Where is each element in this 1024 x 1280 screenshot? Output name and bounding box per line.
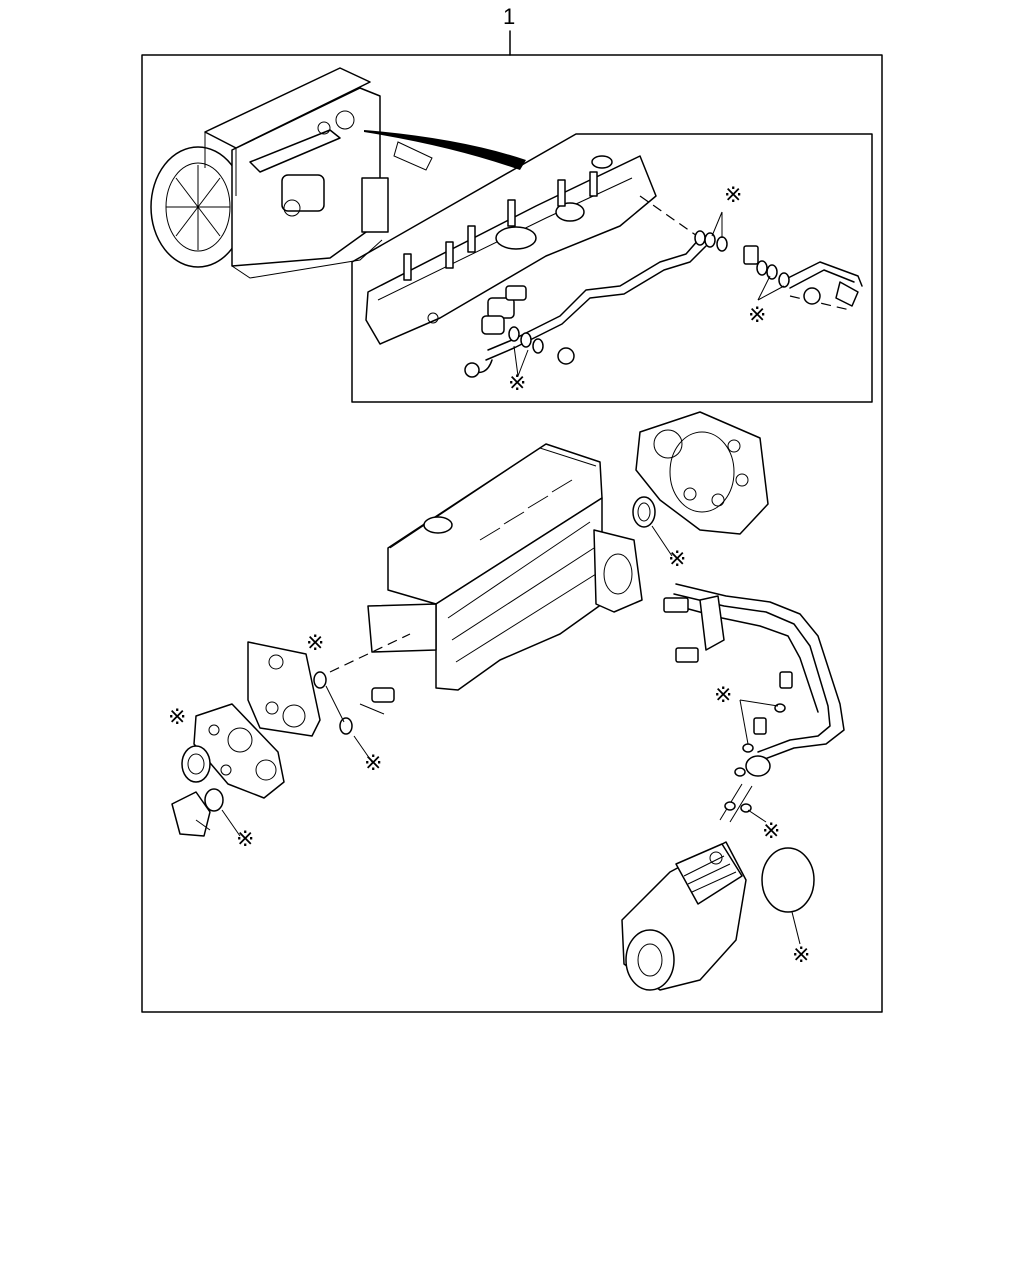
compressor-o-ring: [761, 847, 815, 945]
manifold-detail-inset: [351, 133, 873, 403]
drain-plug: [359, 687, 395, 715]
kit-part-markers: ※ ※ ※ ※ ※ ※ ※ ※ ※ ※ ※: [168, 182, 810, 967]
kit-marker: ※: [508, 370, 526, 395]
compressor-pipe-assembly: [663, 583, 845, 823]
engine-block: [367, 443, 643, 691]
kit-marker: ※: [748, 302, 766, 327]
kit-marker: ※: [364, 750, 382, 775]
kit-marker: ※: [306, 630, 324, 655]
front-cover-gasket: [247, 633, 411, 737]
o-rings-front: [204, 671, 373, 837]
rear-oil-seal: [632, 496, 673, 557]
kit-marker: ※: [236, 826, 254, 851]
callout-number: 1: [503, 4, 515, 29]
union-bolts-compressor: [753, 671, 793, 735]
engine-assembly-overview: [150, 67, 526, 279]
kit-marker: ※: [714, 682, 732, 707]
kit-marker: ※: [668, 546, 686, 571]
kit-frame: [141, 54, 883, 1013]
exhaust-manifold: [365, 155, 657, 345]
water-outlet-fitting: [171, 791, 211, 837]
front-oil-seal: [181, 745, 211, 783]
kit-marker: ※: [724, 182, 742, 207]
sensor-pipe-assembly: [464, 195, 863, 378]
kit-marker: ※: [762, 818, 780, 843]
washers-compressor: [724, 699, 786, 823]
kit-marker: ※: [792, 942, 810, 967]
flywheel-housing: [635, 411, 769, 535]
air-compressor: [621, 841, 747, 991]
sealing-washers-manifold: [508, 211, 790, 377]
kit-marker: ※: [168, 704, 186, 729]
